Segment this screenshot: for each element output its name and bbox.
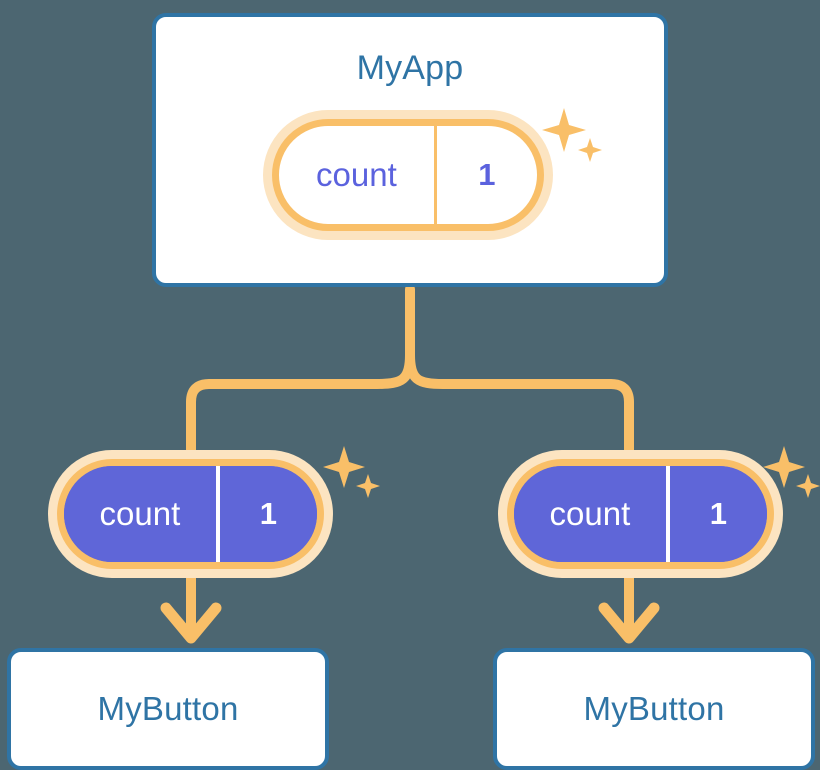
state-value-label: 1	[433, 126, 537, 224]
state-key-label: count	[316, 156, 397, 193]
component-card-mybutton-right[interactable]: MyButton	[493, 648, 815, 770]
component-card-mybutton-left[interactable]: MyButton	[7, 648, 329, 770]
state-key-label: count	[64, 466, 216, 562]
state-value-label: 1	[665, 466, 767, 562]
state-pill-body: count 1	[272, 119, 544, 231]
state-propagation-fork	[186, 284, 634, 465]
state-value-label: 1	[215, 466, 317, 562]
component-title-mybutton-left: MyButton	[97, 690, 239, 727]
state-key-label: count	[514, 466, 666, 562]
state-to-component-arrow-left	[160, 569, 222, 644]
state-pill-mybutton-right[interactable]: count 1	[498, 450, 783, 578]
state-pill-myapp[interactable]: count 1	[263, 110, 553, 240]
state-pill-body: count 1	[507, 459, 774, 569]
state-pill-mybutton-left[interactable]: count 1	[48, 450, 333, 578]
component-title-myapp: MyApp	[356, 49, 464, 87]
state-pill-body: count 1	[57, 459, 324, 569]
component-title-mybutton-right: MyButton	[583, 690, 725, 727]
state-to-component-arrow-right	[598, 569, 660, 644]
